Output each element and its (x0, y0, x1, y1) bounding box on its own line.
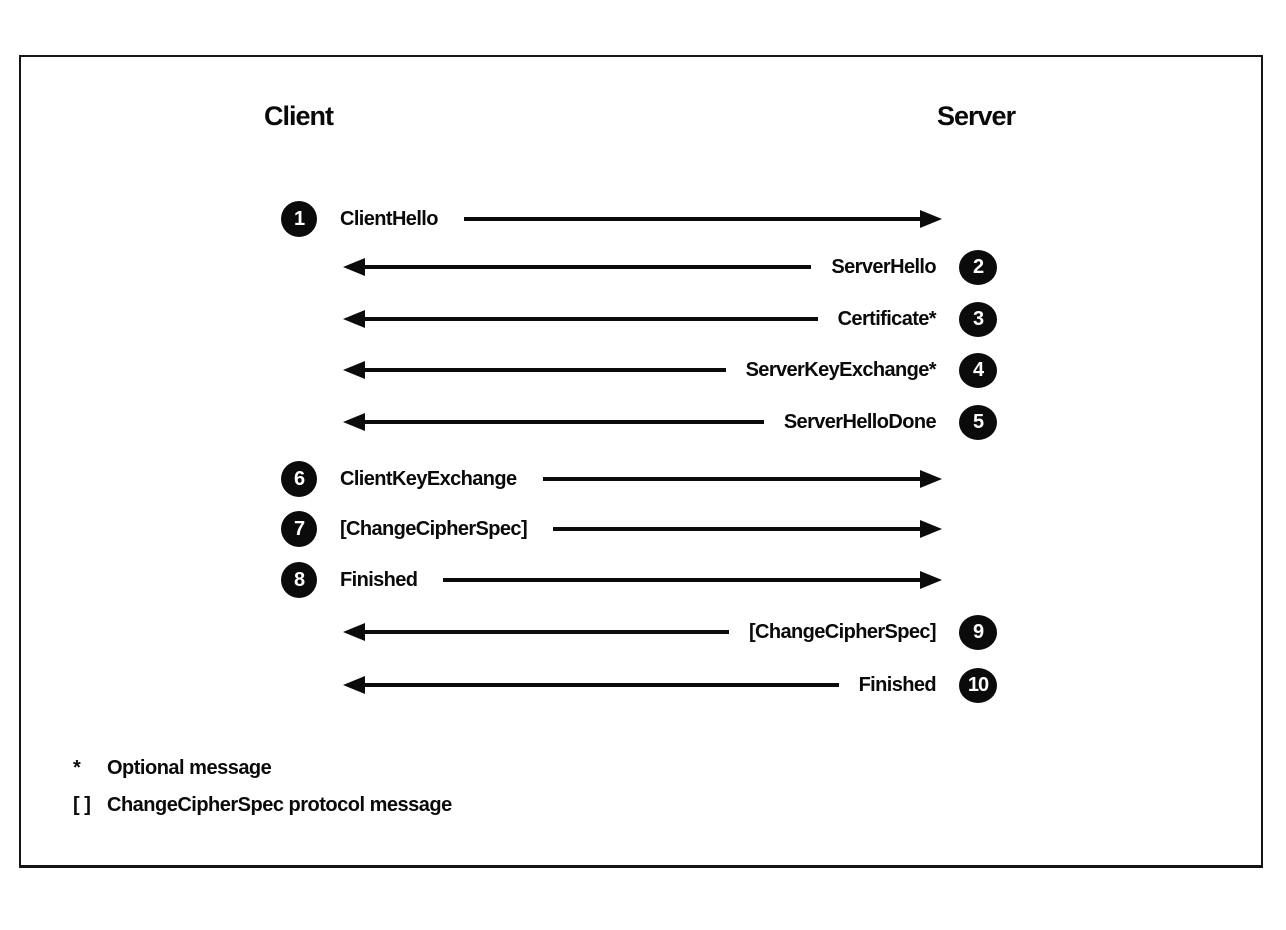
message-row-client-hello: 1 ClientHello (281, 201, 942, 237)
arrow-shaft (365, 683, 839, 687)
message-label: Certificate* (837, 307, 937, 330)
step-badge: 3 (959, 301, 997, 337)
step-number: 6 (293, 468, 305, 490)
arrow-shaft (463, 217, 920, 221)
step-badge: 7 (281, 511, 317, 547)
arrowhead-left-icon (343, 258, 365, 276)
message-label: [ChangeCipherSpec] (748, 620, 937, 643)
tls-handshake-diagram: Client Server 1 ClientHello ServerHello … (19, 55, 1263, 868)
message-row-server-hello-done: ServerHelloDone 5 (343, 404, 997, 440)
step-number: 1 (293, 208, 305, 230)
step-number: 7 (293, 518, 305, 540)
arrowhead-right-icon (920, 470, 942, 488)
step-number: 4 (972, 359, 984, 381)
step-number: 9 (972, 621, 984, 643)
legend-text: ChangeCipherSpec protocol message (107, 794, 452, 816)
arrow-shaft (443, 578, 920, 582)
arrow-to-server (463, 210, 942, 228)
legend: * Optional message [ ] ChangeCipherSpec … (70, 750, 452, 824)
message-label: ServerHello (831, 255, 936, 278)
step-badge: 4 (959, 352, 997, 388)
arrow-to-server (443, 571, 942, 589)
arrowhead-right-icon (920, 210, 942, 228)
message-row-finished-client: 8 Finished (281, 562, 942, 598)
message-label: ServerHelloDone (783, 410, 937, 433)
legend-item-brackets: [ ] ChangeCipherSpec protocol message (70, 787, 452, 824)
step-number: 2 (972, 256, 984, 278)
arrowhead-left-icon (343, 623, 365, 641)
arrow-shaft (365, 265, 812, 269)
arrowhead-left-icon (343, 413, 365, 431)
step-badge: 9 (959, 614, 997, 650)
message-row-certificate: Certificate* 3 (343, 301, 997, 337)
arrow-to-server (553, 520, 942, 538)
message-label: Finished (858, 673, 937, 696)
message-label: ClientHello (340, 207, 438, 230)
arrow-shaft (542, 477, 920, 481)
message-label: Finished (340, 568, 418, 591)
message-row-server-hello: ServerHello 2 (343, 249, 997, 285)
step-badge: 10 (959, 667, 997, 703)
arrowhead-left-icon (343, 310, 365, 328)
message-row-finished-server: Finished 10 (343, 667, 997, 703)
arrow-shaft (365, 368, 726, 372)
server-column-header: Server (937, 101, 1016, 131)
message-row-change-cipher-spec-client: 7 [ChangeCipherSpec] (281, 511, 942, 547)
message-label: ClientKeyExchange (340, 467, 517, 490)
legend-item-optional: * Optional message (70, 750, 452, 787)
step-badge: 8 (281, 562, 317, 598)
message-row-server-key-exchange: ServerKeyExchange* 4 (343, 352, 997, 388)
arrow-shaft (553, 527, 920, 531)
legend-symbol-asterisk: * (73, 757, 81, 779)
step-badge: 1 (281, 201, 317, 237)
arrow-shaft (365, 630, 729, 634)
arrowhead-right-icon (920, 520, 942, 538)
message-label: [ChangeCipherSpec] (340, 517, 528, 540)
step-number: 3 (972, 308, 984, 330)
step-number: 8 (293, 569, 305, 591)
arrow-to-server (542, 470, 942, 488)
step-badge: 6 (281, 461, 317, 497)
arrow-shaft (365, 317, 818, 321)
message-row-client-key-exchange: 6 ClientKeyExchange (281, 461, 942, 497)
message-row-change-cipher-spec-server: [ChangeCipherSpec] 9 (343, 614, 997, 650)
arrowhead-right-icon (920, 571, 942, 589)
step-number: 5 (972, 411, 984, 433)
step-badge: 2 (959, 249, 997, 285)
message-label: ServerKeyExchange* (745, 358, 937, 381)
arrowhead-left-icon (343, 361, 365, 379)
arrowhead-left-icon (343, 676, 365, 694)
arrow-shaft (365, 420, 764, 424)
legend-text: Optional message (107, 757, 272, 779)
step-badge: 5 (959, 404, 997, 440)
legend-symbol-brackets: [ ] (73, 794, 91, 816)
step-number: 10 (967, 674, 989, 696)
client-column-header: Client (264, 101, 334, 131)
